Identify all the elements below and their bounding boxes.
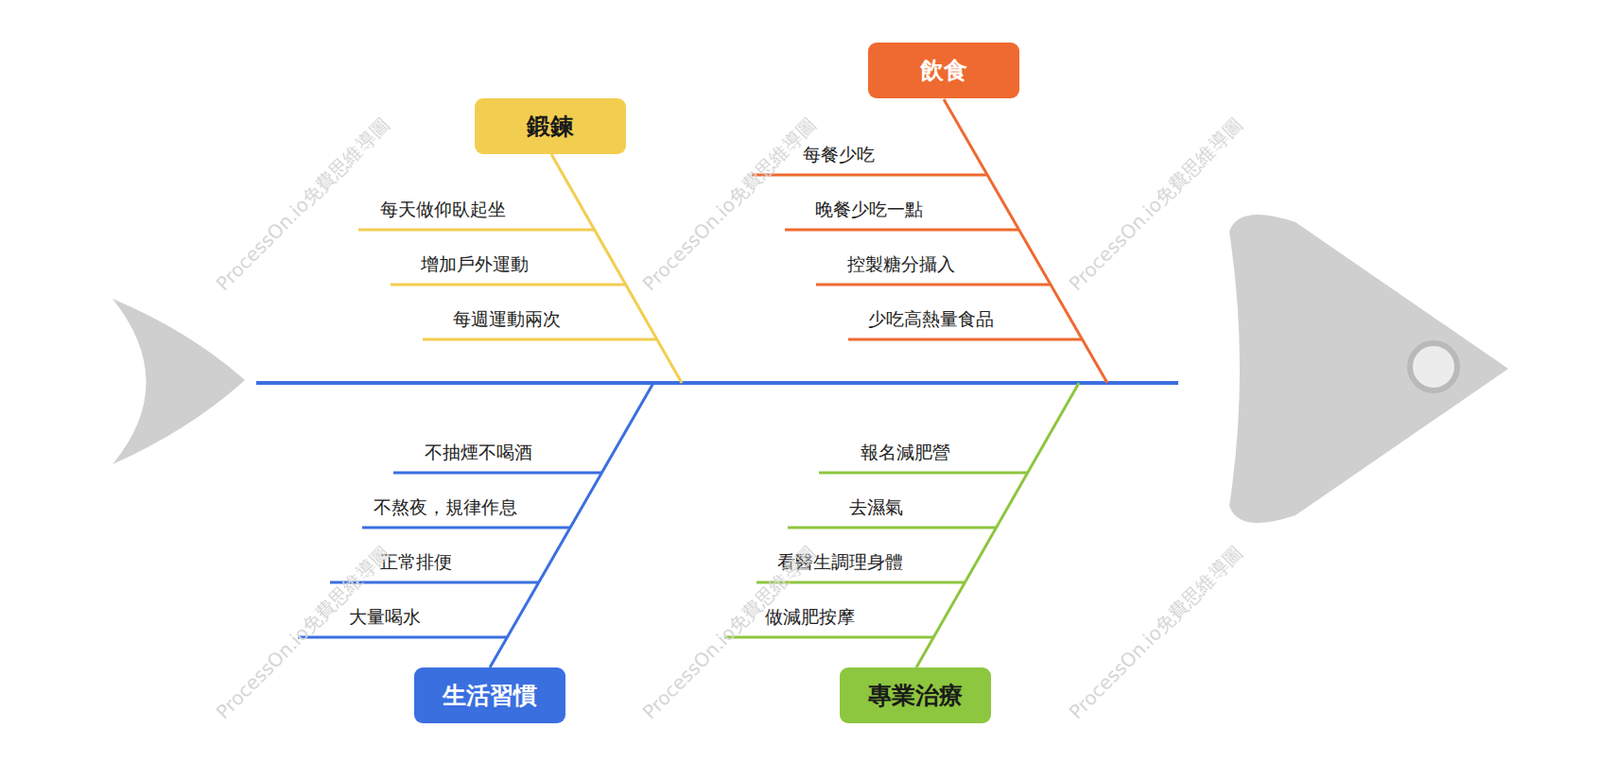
habit-bones xyxy=(297,382,654,668)
cause-item: 晚餐少吃一點 xyxy=(815,197,923,221)
category-box: 生活習慣 xyxy=(414,667,566,724)
fish-tail xyxy=(112,298,245,465)
watermark: ProcessOn.io免費思維導圖 xyxy=(211,113,395,296)
cause-item: 控製糖分攝入 xyxy=(847,252,956,276)
watermark: ProcessOn.io免費思維導圖 xyxy=(1064,541,1248,725)
fish-head xyxy=(1229,214,1509,523)
cause-item: 每週運動兩次 xyxy=(452,307,561,331)
watermark: ProcessOn.io免費思維導圖 xyxy=(638,113,821,296)
category-box: 鍛鍊 xyxy=(474,98,627,155)
cause-item: 不抽煙不喝酒 xyxy=(424,440,533,464)
cause-item: 報名減肥營 xyxy=(860,440,951,464)
cause-item: 做減肥按摩 xyxy=(765,605,855,628)
watermark: ProcessOn.io免費思維導圖 xyxy=(1064,113,1248,296)
watermark: ProcessOn.io免費思維導圖 xyxy=(638,541,821,725)
category-title: 生活習慣 xyxy=(442,679,538,712)
cause-item: 增加戶外運動 xyxy=(420,252,529,276)
exercise-bones xyxy=(358,154,682,383)
category-title: 專業治療 xyxy=(868,679,963,712)
spine xyxy=(256,381,1179,385)
treatment-bones xyxy=(724,382,1079,668)
cause-item: 每餐少吃 xyxy=(802,142,875,166)
category-title: 飲食 xyxy=(920,54,968,87)
cause-item: 少吃高熱量食品 xyxy=(868,307,994,331)
cause-item: 大量喝水 xyxy=(348,605,421,628)
cause-item: 每天做仰臥起坐 xyxy=(380,197,506,221)
cause-item: 正常排便 xyxy=(380,550,453,574)
cause-item: 去濕氣 xyxy=(849,495,904,519)
fish-eye xyxy=(1409,343,1458,391)
watermark: ProcessOn.io免費思維導圖 xyxy=(211,541,395,725)
cause-item: 不熬夜，規律作息 xyxy=(373,495,518,519)
category-title: 鍛鍊 xyxy=(526,110,574,142)
category-box: 飲食 xyxy=(868,42,1020,99)
category-box: 專業治療 xyxy=(839,667,992,724)
